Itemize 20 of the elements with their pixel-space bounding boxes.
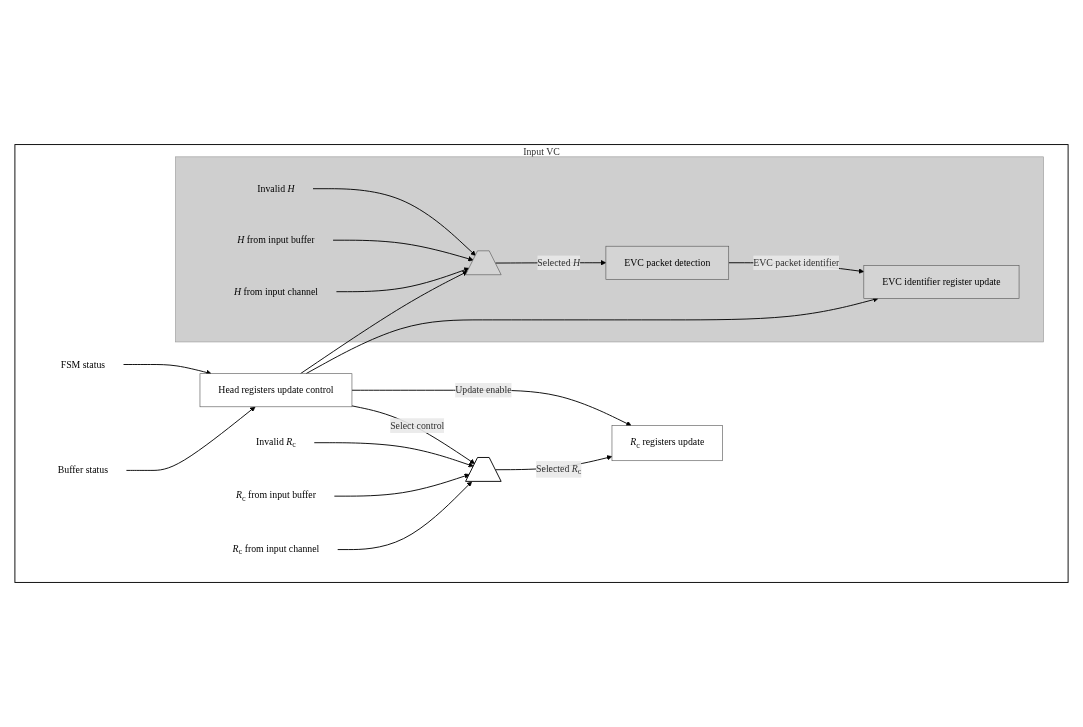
node-text: H from input channel — [233, 286, 319, 297]
node-box: EVC packet detection — [605, 245, 730, 280]
node-trapezoid — [465, 457, 502, 482]
edge-label: Selected R$_{c}$ — [536, 462, 582, 476]
node-box: Head registers update control — [199, 373, 353, 408]
node-text: R$_{c}$ from input buffer — [235, 489, 316, 503]
edge-label: Selected H — [537, 257, 581, 268]
node-text: Invalid R$_{c}$ — [256, 436, 296, 450]
edge-label: Select control — [390, 420, 445, 431]
node-box: R$_{c}$ registers update — [611, 425, 723, 462]
node-box: EVC identifier register update — [863, 265, 1020, 299]
cluster — [175, 156, 1044, 343]
edge-label: EVC packet identifier — [753, 257, 840, 268]
node-text: R$_{c}$ from input channel — [232, 543, 320, 557]
edge-label: Update enable — [455, 384, 512, 396]
node-text: Invalid H — [257, 183, 295, 194]
node-text: FSM status — [60, 358, 106, 370]
node-trapezoid — [465, 250, 502, 275]
node-text: H from input buffer — [237, 234, 315, 246]
node-text: Buffer status — [57, 464, 109, 476]
